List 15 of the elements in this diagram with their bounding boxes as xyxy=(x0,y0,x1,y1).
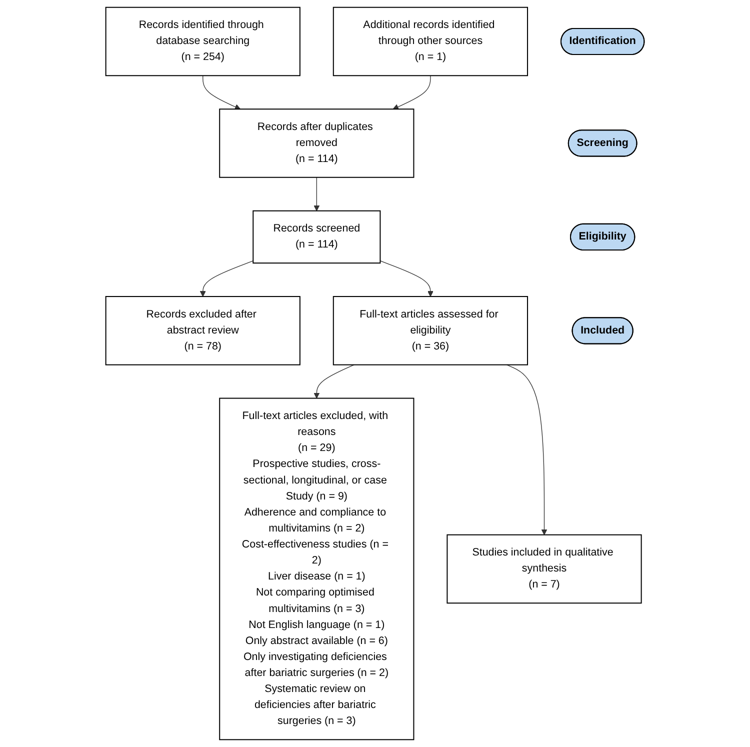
node-box: Records identified through database searching (n = 254) xyxy=(105,6,300,76)
node-box: Full-text articles assessed for eligibility (n = 36) xyxy=(332,296,528,366)
arrow xyxy=(392,75,431,110)
node-box: Records screened (n = 114) xyxy=(252,210,381,264)
arrow xyxy=(506,364,548,536)
arrow xyxy=(314,364,354,399)
node-box: Records excluded after abstract review (n = 78) xyxy=(105,296,300,366)
arrow xyxy=(314,177,320,212)
arrow xyxy=(380,260,434,297)
arrow xyxy=(200,260,254,297)
node-box: Studies included in qualitative synthesis (n = 7) xyxy=(446,534,642,604)
node-box: Full-text articles excluded, with reasons (n = 29) Prospective studies, cross-sectional, longitudinal, or case Study (n = 9) Adherence and compliance to multivitamins (n = 2) Cost-effectiveness studies (n = 2) Liver disease (n = 1) Not comparing optimised multivitamins (n = 3) Not English language (n = 1) Only abstract available (n = 6) Only investigating deficiencies after bariatric surgeries (n = 2) Systematic review on deficiencies after bariatric surgeries (n = 3) xyxy=(219,398,414,740)
node-box: Records after duplicates removed (n = 114) xyxy=(219,108,414,178)
arrow xyxy=(202,75,241,110)
node-box: Additional records identified through other sources (n = 1) xyxy=(332,6,528,76)
